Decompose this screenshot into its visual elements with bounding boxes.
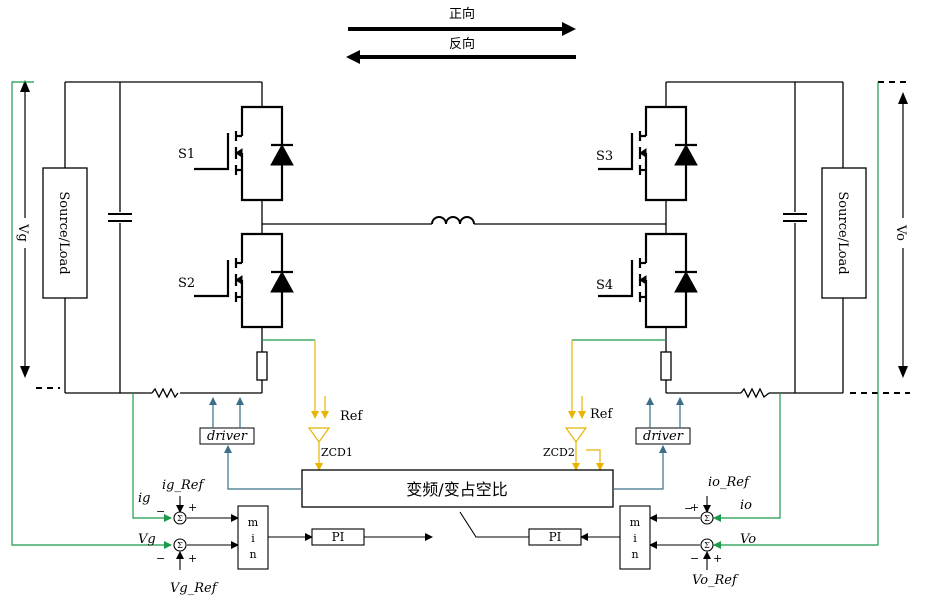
right-driver-block [635,427,691,445]
s1-label: S1 [178,147,195,162]
right-min-m: m [630,516,641,529]
left-control-loop [176,496,433,570]
right-current-sum-symbol: Σ [704,514,710,523]
vo-label: Vo [893,224,908,241]
io-plus: + [690,501,699,514]
right-pi-label: PI [549,530,562,544]
right-voltage-sum-symbol: Σ [704,541,710,550]
right-min-i: i [633,532,637,545]
right-driver-label: driver [643,429,684,444]
zcd2-comparator [564,427,588,444]
left-min-block [237,505,269,570]
vg-ref-label: Vg_Ref [170,581,219,596]
left-min-i: i [251,532,255,545]
right-power-stage [660,81,910,399]
zcd2-label: ZCD2 [543,446,575,459]
left-shunt-resistor [151,387,179,399]
left-pi-label: PI [332,530,345,544]
zcd2-ref-label: Ref [590,407,613,422]
left-current-summer [173,511,187,525]
reverse-arrowhead [346,50,360,64]
ig-plus: + [188,501,197,514]
left-min-n: n [249,548,256,561]
zcd1-comparator [307,427,331,444]
left-voltage-summer [173,538,187,552]
left-current-sum-symbol: Σ [177,514,183,523]
right-sense-resistor [660,351,672,381]
switch-s1 [194,105,294,202]
left-sense-resistor [256,351,268,381]
vo-minus: − [690,552,699,565]
io-ref-label: io_Ref [708,475,751,490]
switch-s2 [194,232,294,329]
right-min-block [619,505,651,570]
vo-ref-label: Vo_Ref [692,573,739,588]
left-driver-block [199,427,255,445]
zcd1-ref-label: Ref [340,409,363,424]
controller-label: 变频/变占空比 [406,480,507,499]
switch-s3 [598,105,698,202]
vg-minus: − [156,552,165,565]
ig-minus: − [156,505,165,518]
right-current-summer [700,511,714,525]
s2-label: S2 [178,276,195,291]
zcd1-label: ZCD1 [321,446,353,459]
left-source-load-block [42,167,88,299]
s3-label: S3 [596,149,613,164]
forward-label: 正向 [449,6,475,22]
right-pi-block [528,528,582,546]
right-source-load-label: Source/Load [835,191,850,274]
left-pi-block [311,528,365,546]
vg-signal-label: Vg [138,532,156,547]
left-voltage-sum-symbol: Σ [177,541,183,550]
gate-wiring [209,397,684,490]
ig-label: ig [138,491,150,506]
controller-block [301,469,614,508]
left-power-stage [36,81,268,399]
zcd-wiring [262,339,666,471]
direction-arrows: 正向 反向 [346,6,576,64]
forward-arrowhead [562,22,576,36]
vg-label: Vg [15,223,30,242]
right-voltage-summer [700,538,714,552]
right-source-load-block [821,167,867,299]
inductor [262,216,666,225]
left-driver-label: driver [207,429,248,444]
right-min-n: n [631,548,638,561]
feedback-wiring [11,81,879,549]
right-control-loop [459,496,711,570]
vg-plus: + [188,552,197,565]
vo-signal-label: Vo [740,532,756,547]
switch-s4 [598,232,698,329]
reverse-label: 反向 [449,36,475,52]
switches [194,105,698,329]
ig-ref-label: ig_Ref [162,478,205,493]
io-label: io [740,498,752,513]
s4-label: S4 [596,278,613,293]
left-min-m: m [248,516,259,529]
right-shunt-resistor [740,387,770,399]
vo-plus: + [713,552,722,565]
left-source-load-label: Source/Load [56,191,71,274]
io-minus: − [684,502,693,515]
